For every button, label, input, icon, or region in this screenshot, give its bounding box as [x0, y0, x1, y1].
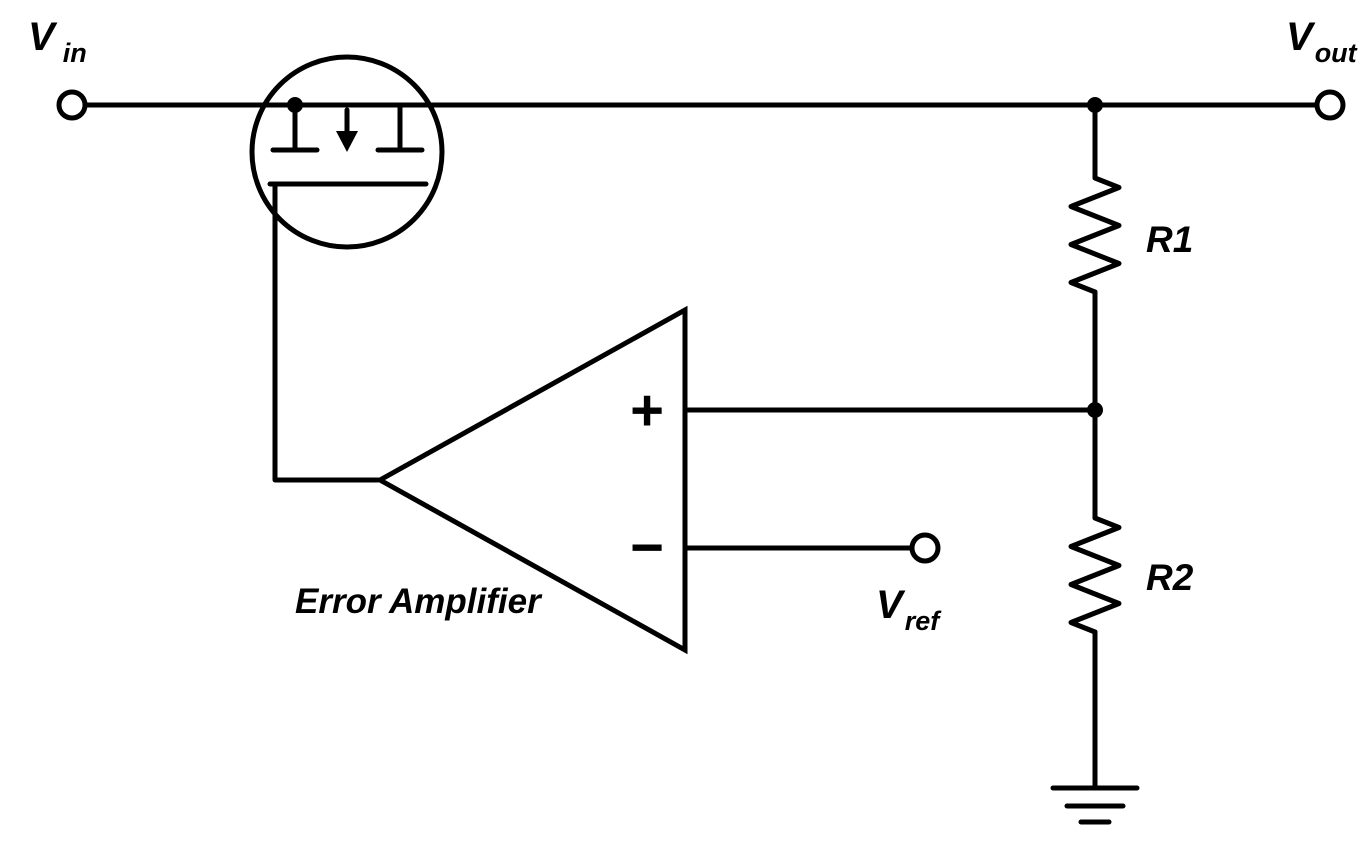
vref-terminal: [909, 532, 941, 564]
vout-label-main: V: [1286, 15, 1316, 59]
opamp-minus-sign: −: [630, 515, 664, 580]
opamp-plus-sign: +: [630, 378, 664, 443]
node-source-junction: [287, 97, 303, 113]
r2-label: R2: [1146, 557, 1194, 598]
node-feedback-junction: [1087, 402, 1103, 418]
wire-gate-drive: [272, 181, 381, 483]
resistor-r1: [1068, 175, 1122, 295]
error-amplifier-label: Error Amplifier: [295, 582, 543, 621]
vref-label-sub: ref: [905, 606, 943, 636]
pass-transistor: [249, 54, 445, 250]
resistor-r2: [1068, 515, 1122, 635]
vout-label-sub: out: [1315, 38, 1358, 68]
vin-label-sub: in: [63, 38, 87, 68]
vin-terminal: [56, 89, 88, 121]
error-amplifier-triangle: [374, 305, 688, 655]
ground-symbol: [1050, 785, 1140, 825]
vout-label: Vout: [1286, 15, 1358, 68]
transistor-body-circle: [249, 54, 445, 250]
node-vout-junction: [1087, 97, 1103, 113]
vref-label-main: V: [876, 583, 906, 627]
vref-label: Vref: [876, 583, 942, 636]
vout-terminal: [1314, 89, 1346, 121]
r1-label: R1: [1146, 219, 1193, 260]
vin-label-main: V: [28, 15, 58, 59]
transistor-arrow-head: [336, 131, 358, 152]
